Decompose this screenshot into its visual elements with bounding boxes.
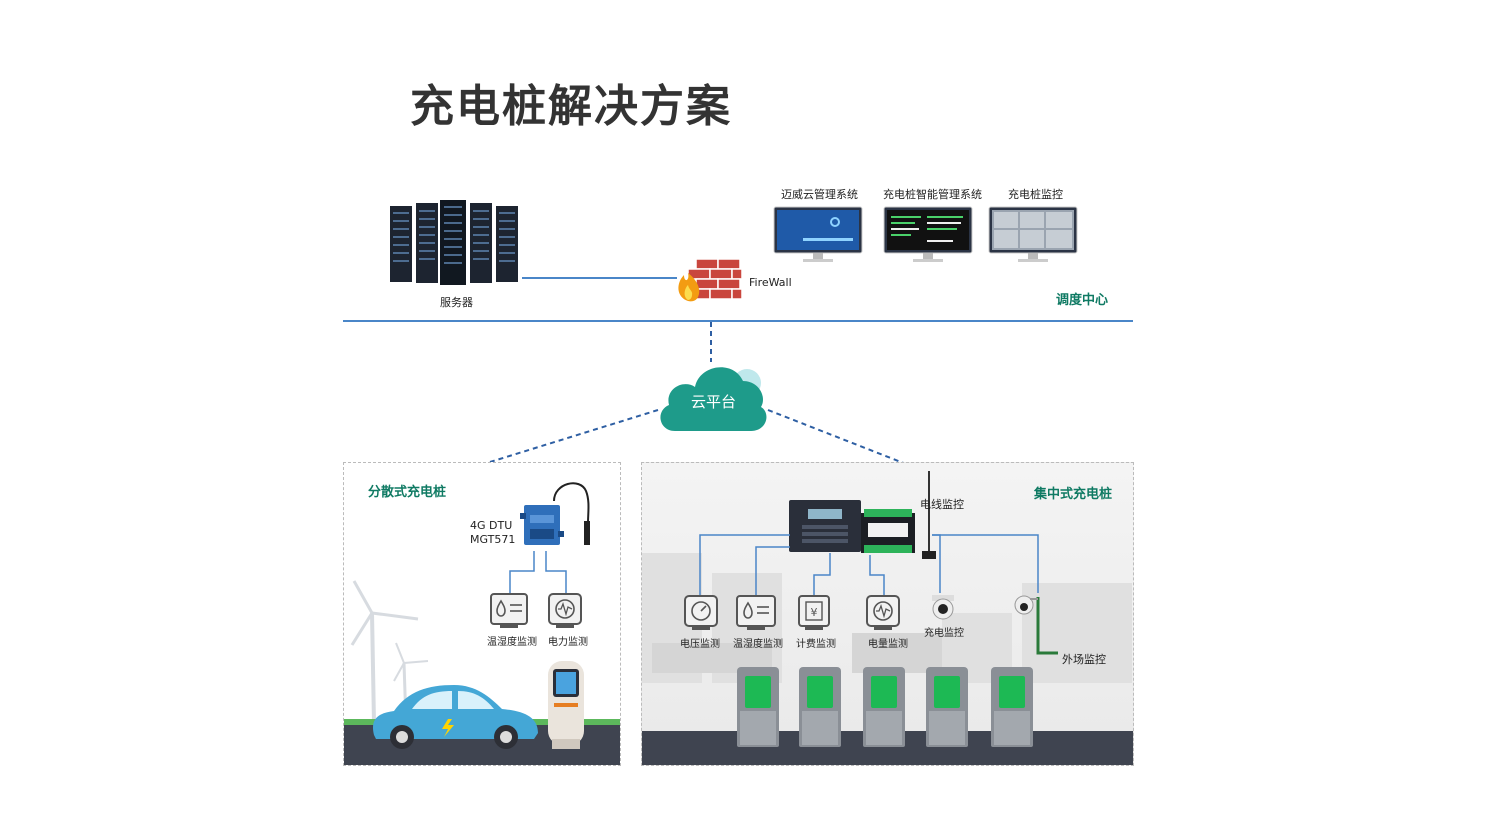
power-monitor-icon bbox=[548, 593, 582, 628]
page-title: 充电桩解决方案 bbox=[410, 81, 732, 132]
dtu-label-line2: MGT571 bbox=[470, 533, 516, 546]
background-city bbox=[642, 553, 1132, 683]
dtu-device-icon bbox=[520, 482, 590, 545]
monitor-cloud-mgmt-icon bbox=[773, 206, 863, 262]
charging-camera-icon bbox=[932, 595, 954, 620]
right-sensor-label-2: 温湿度监测 bbox=[733, 639, 783, 650]
dispatch-center-label: 调度中心 bbox=[1056, 293, 1109, 308]
distributed-panel-title: 分散式充电桩 bbox=[368, 485, 447, 500]
network-links bbox=[489, 322, 907, 465]
dtu-label-line1: 4G DTU bbox=[470, 519, 513, 532]
billing-monitor-icon: ¥ bbox=[798, 595, 830, 630]
right-sensor-label-4: 电量监测 bbox=[868, 639, 908, 650]
monitor-label-1: 迈威云管理系统 bbox=[781, 188, 858, 201]
wind-turbine-icon bbox=[350, 580, 429, 723]
firewall-label: FireWall bbox=[749, 276, 792, 289]
charging-station-4 bbox=[926, 667, 968, 747]
controller-links bbox=[699, 534, 1039, 595]
charging-station-5 bbox=[991, 667, 1033, 747]
dispatch-bus-line bbox=[343, 320, 1133, 322]
monitor-smart-mgmt-icon bbox=[883, 206, 973, 262]
charging-station-3 bbox=[863, 667, 905, 747]
charging-station-2 bbox=[799, 667, 841, 747]
io-module-icon bbox=[861, 509, 915, 553]
charging-station-1 bbox=[737, 667, 779, 747]
right-sensor-label-1: 电压监测 bbox=[680, 639, 720, 650]
monitor-label-3: 充电桩监控 bbox=[1008, 188, 1063, 201]
temperature-humidity-icon bbox=[490, 593, 528, 628]
cloud-platform-label: 云平台 bbox=[691, 393, 737, 411]
server-firewall-link bbox=[522, 277, 677, 279]
antenna-icon bbox=[922, 471, 936, 559]
firewall-icon bbox=[678, 258, 743, 302]
centralized-charging-panel: 集中式充电桩 电线监控 bbox=[641, 462, 1134, 766]
right-sensor-label-3: 计费监测 bbox=[796, 639, 836, 650]
centralized-panel-title: 集中式充电桩 bbox=[1034, 487, 1113, 502]
cloud-platform-icon bbox=[660, 367, 767, 431]
temp-humidity-monitor-icon bbox=[736, 595, 776, 630]
electric-car-icon bbox=[372, 685, 538, 749]
monitor-cctv-icon bbox=[988, 206, 1078, 262]
wire-monitor-label: 电线监控 bbox=[920, 498, 964, 511]
monitor-label-2: 充电桩智能管理系统 bbox=[883, 188, 982, 201]
energy-monitor-icon bbox=[866, 595, 900, 630]
distributed-charging-panel: 分散式充电桩 4G DTU MGT571 温湿度监测 电力监测 bbox=[343, 462, 621, 766]
outdoor-monitor-label: 外场监控 bbox=[1062, 653, 1106, 666]
left-sensor-label-2: 电力监测 bbox=[548, 637, 588, 648]
voltage-monitor-icon bbox=[684, 595, 718, 630]
outdoor-camera-icon bbox=[1014, 595, 1058, 655]
controller-device-icon bbox=[789, 500, 861, 552]
charging-monitor-label: 充电监控 bbox=[924, 628, 964, 639]
dtu-sensor-links bbox=[509, 551, 567, 593]
left-sensor-label-1: 温湿度监测 bbox=[487, 637, 537, 648]
server-label: 服务器 bbox=[440, 296, 473, 309]
server-rack-icon bbox=[390, 200, 518, 285]
charging-pile-left-icon bbox=[548, 661, 584, 749]
svg-text:¥: ¥ bbox=[811, 606, 818, 619]
